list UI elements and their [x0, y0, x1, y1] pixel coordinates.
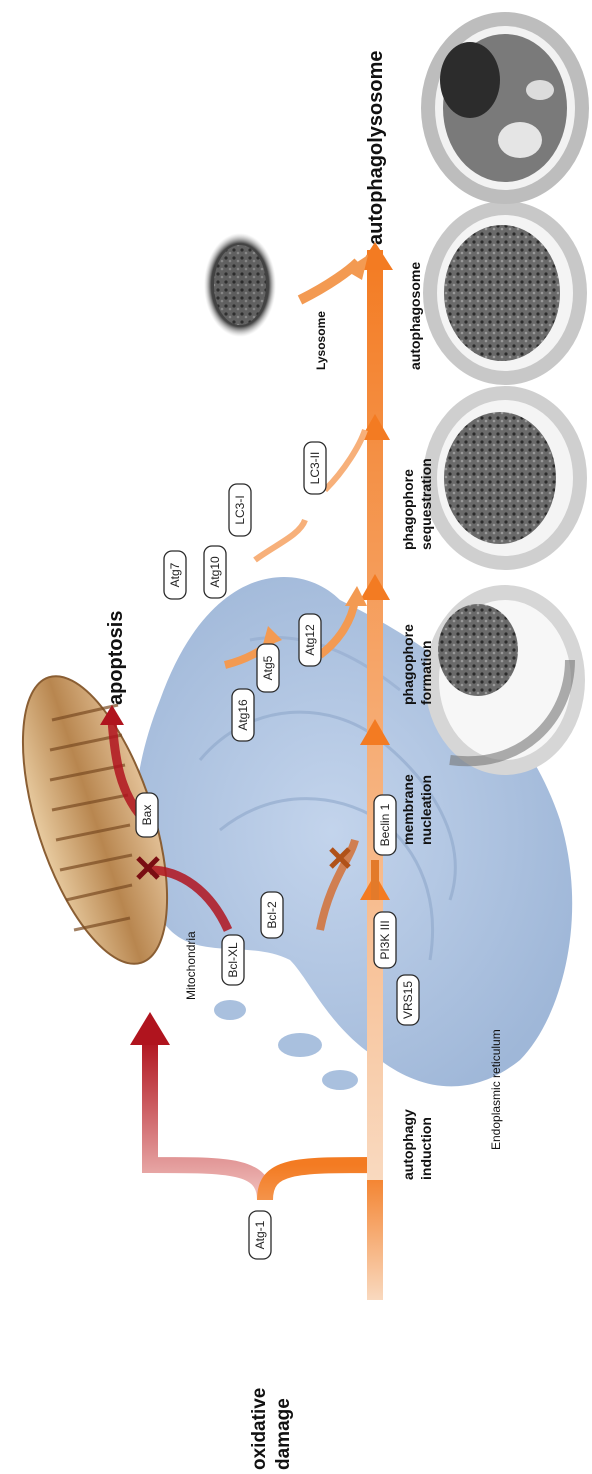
- label-autophagy-induction: autophagy induction: [400, 1105, 434, 1180]
- protein-atg12: Atg12: [299, 614, 321, 666]
- arrowhead-to-mitochondria: [130, 1012, 170, 1045]
- lysosome: [204, 233, 276, 337]
- svg-text:Bax: Bax: [140, 805, 154, 826]
- protein-beclin1: Beclin 1: [374, 795, 396, 855]
- protein-lc3-i: LC3-I: [229, 484, 251, 536]
- label-lysosome: Lysosome: [314, 311, 328, 370]
- svg-text:autophagy induction: autophagy induction: [400, 1105, 434, 1180]
- protein-atg5: Atg5: [257, 644, 279, 692]
- svg-text:PI3K III: PI3K III: [378, 920, 392, 959]
- svg-text:LC3-I: LC3-I: [233, 495, 247, 524]
- svg-text:Atg10: Atg10: [208, 556, 222, 588]
- label-oxidative-damage: oxidative damage: [249, 1382, 294, 1470]
- label-mitochondria: Mitochondria: [184, 931, 198, 1000]
- svg-text:autophagolysosome: autophagolysosome: [365, 51, 387, 245]
- svg-text:Atg5: Atg5: [261, 655, 275, 680]
- micrograph-phagophore-sequestration: [423, 386, 587, 570]
- svg-text:Atg16: Atg16: [236, 699, 250, 731]
- protein-atg1: Atg-1: [249, 1211, 271, 1259]
- label-autophagosome: autophagosome: [407, 262, 423, 370]
- label-phagophore-sequestration: phagophore sequestration: [400, 458, 434, 550]
- label-apoptosis: apoptosis: [105, 611, 127, 705]
- svg-text:Lysosome: Lysosome: [314, 311, 328, 370]
- protein-vrs15: VRS15: [397, 975, 419, 1025]
- micrograph-autophagosome: [423, 201, 587, 385]
- protein-atg16: Atg16: [232, 689, 254, 741]
- protein-bax: Bax: [136, 793, 158, 837]
- svg-text:oxidative damage: oxidative damage: [249, 1382, 294, 1470]
- svg-text:Atg7: Atg7: [168, 562, 182, 587]
- protein-atg7: Atg7: [164, 551, 186, 599]
- svg-text:Endoplasmic reticulum: Endoplasmic reticulum: [489, 1029, 503, 1150]
- svg-text:VRS15: VRS15: [401, 981, 415, 1019]
- protein-lc3-ii: LC3-II: [304, 442, 326, 494]
- svg-text:phagophore sequestration: phagophore sequestration: [400, 458, 434, 550]
- svg-text:Atg-1: Atg-1: [253, 1220, 267, 1249]
- svg-text:Bcl-XL: Bcl-XL: [226, 942, 240, 978]
- micrograph-phagophore-formation: [425, 585, 585, 775]
- micrograph-autophagolysosome: [421, 12, 589, 204]
- protein-bcl-xl: Bcl-XL: [222, 935, 244, 985]
- protein-pi3k-iii: PI3K III: [374, 912, 396, 968]
- label-autophagolysosome: autophagolysosome: [365, 51, 387, 245]
- svg-text:Mitochondria: Mitochondria: [184, 931, 198, 1000]
- label-endoplasmic-reticulum: Endoplasmic reticulum: [489, 1029, 503, 1150]
- protein-atg10: Atg10: [204, 546, 226, 598]
- svg-text:Atg12: Atg12: [303, 624, 317, 656]
- svg-text:apoptosis: apoptosis: [105, 611, 127, 705]
- svg-text:autophagosome: autophagosome: [407, 262, 423, 370]
- svg-text:Bcl-2: Bcl-2: [265, 901, 279, 929]
- svg-text:LC3-II: LC3-II: [308, 452, 322, 485]
- svg-text:Beclin 1: Beclin 1: [378, 803, 392, 846]
- protein-bcl-2: Bcl-2: [261, 892, 283, 938]
